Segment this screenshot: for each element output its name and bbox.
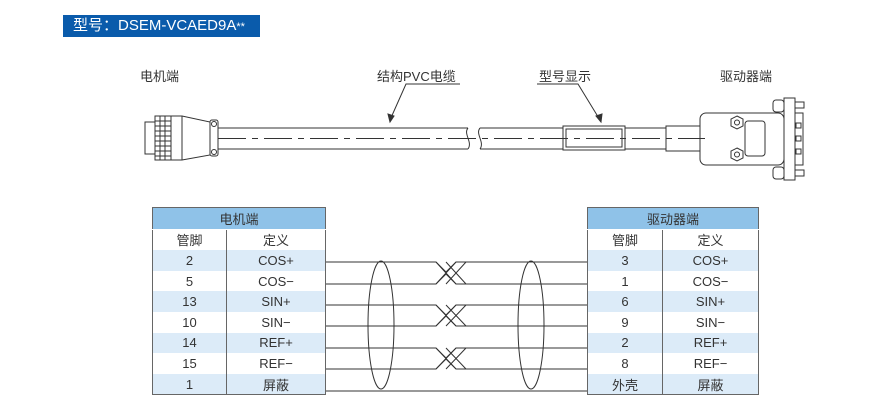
- motor-table-title: 电机端: [152, 207, 326, 230]
- shield-ellipse-left: [367, 260, 395, 390]
- col-header-def: 定义: [662, 229, 759, 251]
- pin-cell: 外壳: [587, 373, 663, 395]
- definition-cell: REF+: [662, 332, 759, 354]
- table-row: 外壳屏蔽: [587, 373, 759, 395]
- pin-cell: 15: [152, 353, 227, 374]
- label-model-display: 型号显示: [539, 69, 592, 84]
- cable-arrow-icon: [387, 113, 395, 124]
- definition-cell: SIN+: [662, 291, 759, 312]
- definition-cell: 屏蔽: [662, 373, 759, 395]
- pin-cell: 1: [587, 270, 663, 292]
- definition-cell: COS+: [662, 250, 759, 271]
- pin-cell: 10: [152, 311, 227, 333]
- pin-cell: 14: [152, 332, 227, 354]
- pin-cell: 2: [587, 332, 663, 354]
- wire-sin-plus: [326, 304, 587, 316]
- model-suffix: **: [236, 21, 245, 33]
- col-header-pin: 管脚: [587, 229, 663, 251]
- definition-cell: COS−: [226, 270, 326, 292]
- definition-cell: COS+: [226, 250, 326, 271]
- motor-connector-icon: [144, 115, 219, 161]
- col-header-def: 定义: [226, 229, 326, 251]
- pin-cell: 13: [152, 291, 227, 312]
- pin-cell: 3: [587, 250, 663, 271]
- wiring: [326, 260, 587, 392]
- label-cable: 结构PVC电缆: [377, 69, 456, 84]
- model-title-bar: 型号：DSEM-VCAED9A**: [63, 15, 260, 37]
- sleeve-arrow-icon: [595, 113, 603, 124]
- pin-cell: 8: [587, 353, 663, 374]
- wire-ref-plus: [326, 347, 587, 359]
- definition-cell: REF+: [226, 332, 326, 354]
- drive-table-title: 驱动器端: [587, 207, 759, 230]
- pin-cell: 2: [152, 250, 227, 271]
- definition-cell: REF−: [662, 353, 759, 374]
- definition-cell: SIN−: [662, 311, 759, 333]
- wire-cos-plus: [326, 261, 587, 273]
- definition-cell: COS−: [662, 270, 759, 292]
- col-header-pin: 管脚: [152, 229, 227, 251]
- model-title: 型号：DSEM-VCAED9A: [73, 17, 237, 34]
- cable-segment-left: [218, 127, 565, 150]
- pin-cell: 9: [587, 311, 663, 333]
- pin-cell: 5: [152, 270, 227, 292]
- cable-leader-line: [389, 83, 460, 121]
- label-motor-end: 电机端: [140, 69, 180, 84]
- label-drive-end: 驱动器端: [720, 69, 773, 84]
- pin-cell: 1: [152, 373, 227, 395]
- shield-ellipse-right: [517, 260, 545, 390]
- sleeve-leader-line: [537, 83, 601, 121]
- definition-cell: 屏蔽: [226, 373, 326, 395]
- definition-cell: SIN−: [226, 311, 326, 333]
- definition-cell: SIN+: [226, 291, 326, 312]
- pin-cell: 6: [587, 291, 663, 312]
- definition-cell: REF−: [226, 353, 326, 374]
